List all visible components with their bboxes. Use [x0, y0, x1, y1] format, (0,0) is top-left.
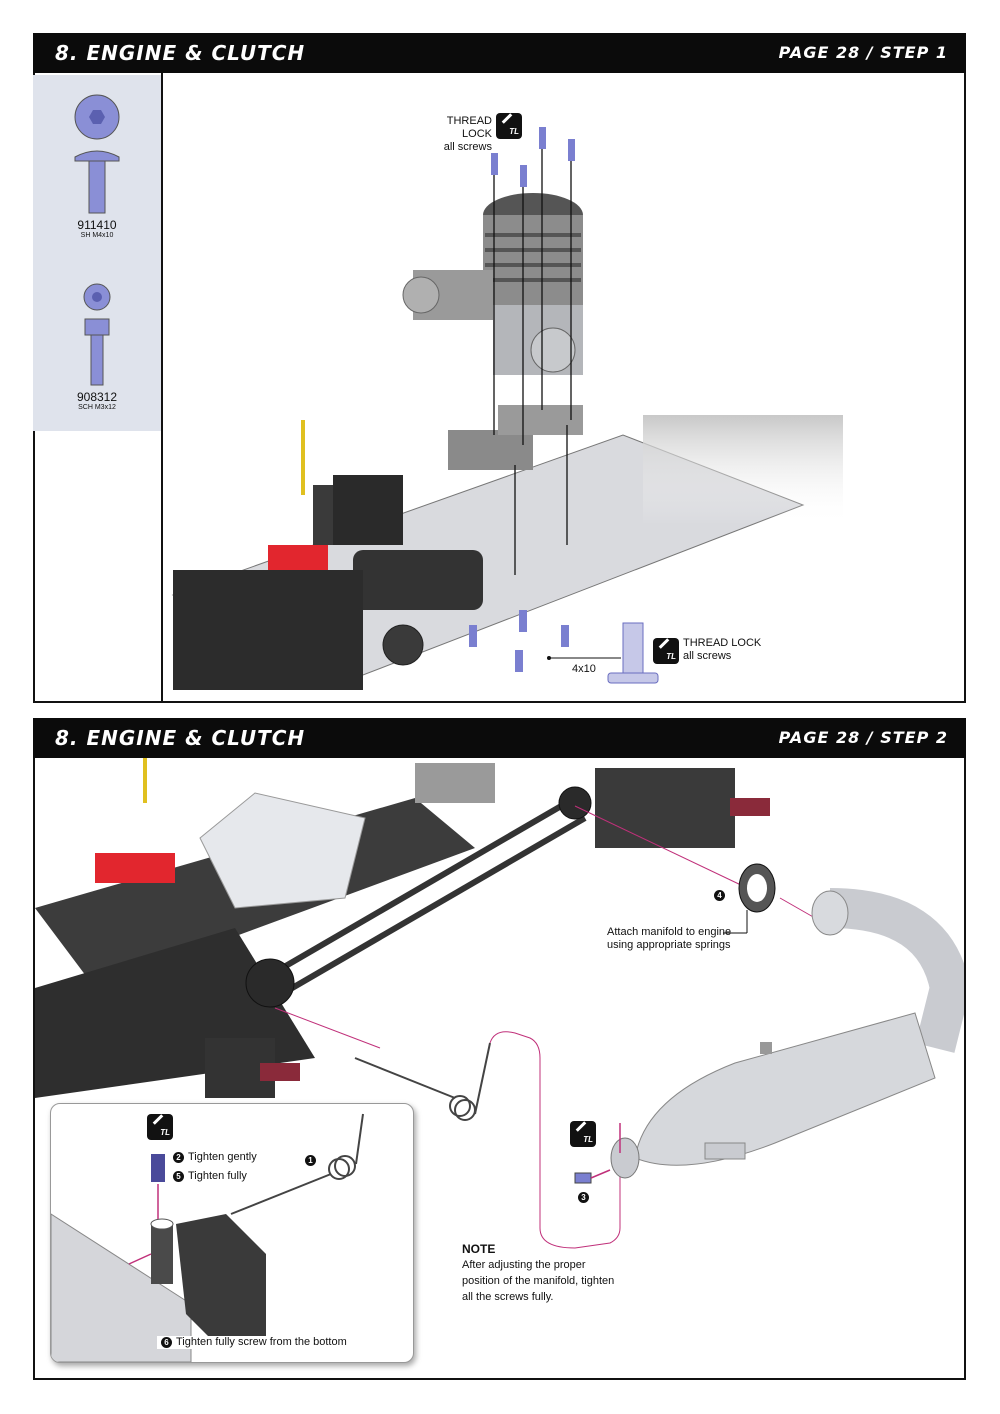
tl-badge: TL	[583, 1135, 593, 1144]
thread-lock-title: THREAD LOCK	[446, 115, 492, 140]
note-line: all the screws fully.	[462, 1291, 554, 1303]
exhaust-outlet	[610, 1137, 640, 1179]
tighten-gently-label: 2 Tighten gently	[173, 1151, 257, 1164]
part-code: 908312	[76, 390, 118, 404]
part-908312: 908312 SCH M3x12	[33, 390, 161, 411]
red-block	[95, 853, 175, 883]
step1-page-step: PAGE 28 / STEP 1	[778, 43, 948, 62]
engine	[402, 193, 583, 375]
step2-page-step: PAGE 28 / STEP 2	[778, 728, 948, 747]
drive-belt-bottom	[273, 815, 587, 1001]
step-number: 5	[173, 1170, 184, 1182]
parts-sidebar-drawing	[74, 94, 120, 386]
thread-lock-sub: all screws	[683, 650, 732, 662]
engine-mount-right	[498, 405, 583, 435]
tl-badge: TL	[666, 652, 676, 661]
bottom-arrow	[128, 1253, 152, 1265]
exhaust-header	[829, 888, 964, 1053]
sh-screw-side-icon	[74, 150, 120, 162]
tighten-bottom-label: 6 Tighten fully screw from the bottom	[157, 1336, 351, 1349]
thread-lock-icon: TL	[147, 1114, 173, 1140]
part-desc: SH M4x10	[80, 232, 114, 239]
hex-socket-icon	[89, 110, 105, 124]
rear-pulley	[558, 786, 592, 820]
exhaust-nipple	[760, 1042, 772, 1054]
attach-line1: Attach manifold to engine	[607, 926, 732, 938]
battery-pack	[353, 550, 483, 610]
bottom-screws	[469, 610, 569, 672]
attach-manifold-note: Attach manifold to engine using appropri…	[607, 926, 731, 952]
sch-screw-side-icon	[84, 318, 110, 336]
step1-header: 8. ENGINE & CLUTCH PAGE 28 / STEP 1	[33, 33, 966, 73]
front-suspension	[173, 570, 363, 690]
thread-lock-bottom: THREAD LOCK all screws	[683, 637, 761, 663]
step-number: 3	[578, 1192, 589, 1204]
attach-line2: using appropriate springs	[607, 939, 731, 951]
note-line: After adjusting the proper	[462, 1259, 586, 1271]
step-number: 6	[161, 1336, 172, 1348]
part-desc: SCH M3x12	[78, 404, 116, 411]
thread-lock-icon: TL	[570, 1121, 596, 1147]
spacer	[151, 1154, 165, 1182]
step-number: 4	[714, 890, 725, 902]
tighten-bottom-text: Tighten fully screw from the bottom	[176, 1336, 347, 1348]
tl-badge: TL	[509, 127, 519, 136]
rear-axle	[730, 798, 770, 816]
thread-lock-icon: TL	[496, 113, 522, 139]
step-number: 2	[173, 1151, 184, 1163]
exhaust-body	[634, 1012, 936, 1166]
marker-3: 3	[578, 1189, 593, 1207]
tighten-fully-text: Tighten fully	[188, 1170, 247, 1182]
exhaust-spring	[354, 1042, 491, 1121]
pipe-mount-post	[704, 1142, 746, 1160]
part-code: 911410	[77, 218, 117, 232]
marker-1: 1	[305, 1152, 320, 1170]
thread-lock-top: THREAD LOCK all screws	[420, 115, 492, 154]
assembly-arrows	[493, 149, 572, 575]
step1-illustration	[171, 127, 843, 690]
large-screw-4x10	[607, 622, 659, 684]
marker-4: 4	[714, 887, 729, 905]
step1-section-title: 8. ENGINE & CLUTCH	[55, 41, 306, 65]
spring-detail	[230, 1113, 364, 1215]
part-911410: 911410 SH M4x10	[33, 218, 161, 239]
parts-sidebar: 911410 SH M4x10 908312 SCH M3x12	[33, 75, 161, 431]
step2-illustration	[35, 758, 964, 1249]
thread-lock-sub: all screws	[443, 141, 492, 153]
pipe-mount-bracket	[176, 1214, 266, 1349]
top-screws	[491, 127, 575, 187]
mount-post	[151, 1224, 173, 1284]
fuel-tank	[199, 792, 366, 909]
step1-divider	[161, 73, 163, 703]
thread-lock-icon: TL	[653, 638, 679, 664]
engine-mount-left	[448, 430, 533, 470]
exhaust-inlet	[811, 890, 849, 936]
engine-head	[415, 763, 495, 803]
tighten-gently-text: Tighten gently	[188, 1151, 257, 1163]
screw-m3	[574, 1172, 592, 1184]
rear-drivetrain	[643, 415, 843, 525]
step2-header: 8. ENGINE & CLUTCH PAGE 28 / STEP 2	[33, 718, 966, 758]
tighten-fully-label: 5 Tighten fully	[173, 1170, 247, 1183]
inset-drawing	[51, 1113, 364, 1362]
front-axle	[260, 1063, 300, 1081]
guide-lines	[274, 805, 816, 1249]
note-title: NOTE	[462, 1242, 496, 1256]
step2-section-title: 8. ENGINE & CLUTCH	[55, 726, 306, 750]
thread-lock-title: THREAD LOCK	[683, 637, 762, 649]
screw-size-label: 4x10	[572, 663, 596, 675]
tl-badge: TL	[160, 1128, 170, 1137]
detail-inset: TL 2 Tighten gently 5 Tighten fully 1 6 Tig…	[50, 1103, 414, 1363]
screw-arrow	[590, 1169, 611, 1179]
note-line: position of the manifold, tighten	[462, 1275, 615, 1287]
note-block: NOTE After adjusting the proper position…	[462, 1241, 614, 1305]
step-number: 1	[305, 1155, 316, 1167]
rear-upright	[595, 768, 735, 848]
drive-belt-top	[263, 795, 577, 981]
front-pulley	[245, 958, 295, 1008]
chassis-detail	[51, 1213, 192, 1362]
front-spur-gear	[382, 624, 424, 666]
receiver-box	[333, 475, 403, 545]
